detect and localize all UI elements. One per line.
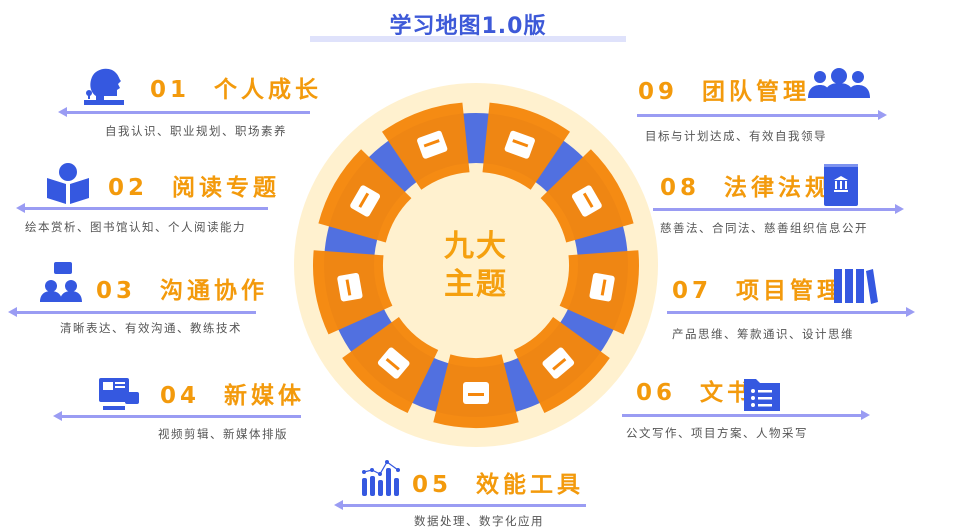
topic-05-arrow bbox=[334, 500, 586, 510]
topic-09-arrow bbox=[637, 110, 887, 120]
chart-icon bbox=[362, 460, 400, 496]
center-line2: 主题 bbox=[444, 267, 508, 302]
wheel-reading-icon bbox=[350, 185, 381, 217]
topic-08-title: 08 法律法规 bbox=[660, 175, 833, 201]
topic-03-desc: 清晰表达、有效沟通、教练技术 bbox=[60, 321, 242, 335]
topic-04-desc: 视频剪辑、新媒体排版 bbox=[158, 427, 288, 441]
wheel-law-book-icon bbox=[571, 185, 602, 217]
topic-01-desc: 自我认识、职业规划、职场素养 bbox=[105, 124, 287, 138]
topic-03-title: 03 沟通协作 bbox=[96, 278, 269, 304]
page-title: 学习地图1.0版 bbox=[389, 14, 547, 39]
topic-04-arrow bbox=[53, 411, 301, 421]
topic-06-arrow bbox=[622, 410, 870, 420]
reading-icon bbox=[47, 163, 89, 204]
topic-02-desc: 绘本赏析、图书馆认知、个人阅读能力 bbox=[25, 220, 246, 234]
topic-wheel bbox=[294, 83, 658, 447]
topic-09-title: 09 团队管理 bbox=[638, 79, 811, 105]
topic-08-arrow bbox=[653, 204, 904, 214]
wheel-team-icon bbox=[504, 130, 535, 159]
wheel-books-icon bbox=[589, 272, 615, 302]
wheel-chart-icon bbox=[463, 382, 489, 404]
topic-04-title: 04 新媒体 bbox=[160, 383, 306, 409]
wheel-chat-icon bbox=[337, 272, 363, 302]
chat-icon bbox=[40, 262, 82, 302]
topic-06-desc: 公文写作、项目方案、人物采写 bbox=[626, 426, 808, 440]
topic-03-arrow bbox=[8, 307, 256, 317]
center-line1: 九大 bbox=[444, 229, 508, 264]
wheel-media-icon bbox=[377, 347, 410, 379]
law-book-icon bbox=[824, 164, 858, 206]
topic-05-title: 05 效能工具 bbox=[412, 472, 585, 498]
topic-08-desc: 慈善法、合同法、慈善组织信息公开 bbox=[660, 221, 868, 235]
topic-07-arrow bbox=[667, 307, 915, 317]
topic-05-desc: 数据处理、数字化应用 bbox=[414, 514, 544, 528]
topic-01-arrow bbox=[58, 107, 310, 117]
team-icon bbox=[808, 68, 870, 98]
topic-07-desc: 产品思维、筹款通识、设计思维 bbox=[672, 327, 854, 341]
topic-07-title: 07 项目管理 bbox=[672, 278, 845, 304]
head-growth-icon bbox=[84, 68, 124, 105]
title-underline bbox=[310, 36, 626, 42]
wheel-head-growth-icon bbox=[417, 130, 448, 159]
topic-09-desc: 目标与计划达成、有效自我领导 bbox=[645, 129, 827, 143]
center-label: 九大 主题 bbox=[396, 228, 556, 304]
topic-02-title: 02 阅读专题 bbox=[108, 175, 281, 201]
topic-02-arrow bbox=[16, 203, 268, 213]
wheel-center bbox=[376, 165, 576, 365]
topic-06-title: 06 文书 bbox=[636, 380, 755, 406]
wheel-document-icon bbox=[542, 347, 575, 379]
media-icon bbox=[99, 378, 139, 410]
document-icon bbox=[744, 379, 780, 411]
topic-01-title: 01 个人成长 bbox=[150, 77, 323, 103]
books-icon bbox=[834, 269, 878, 304]
